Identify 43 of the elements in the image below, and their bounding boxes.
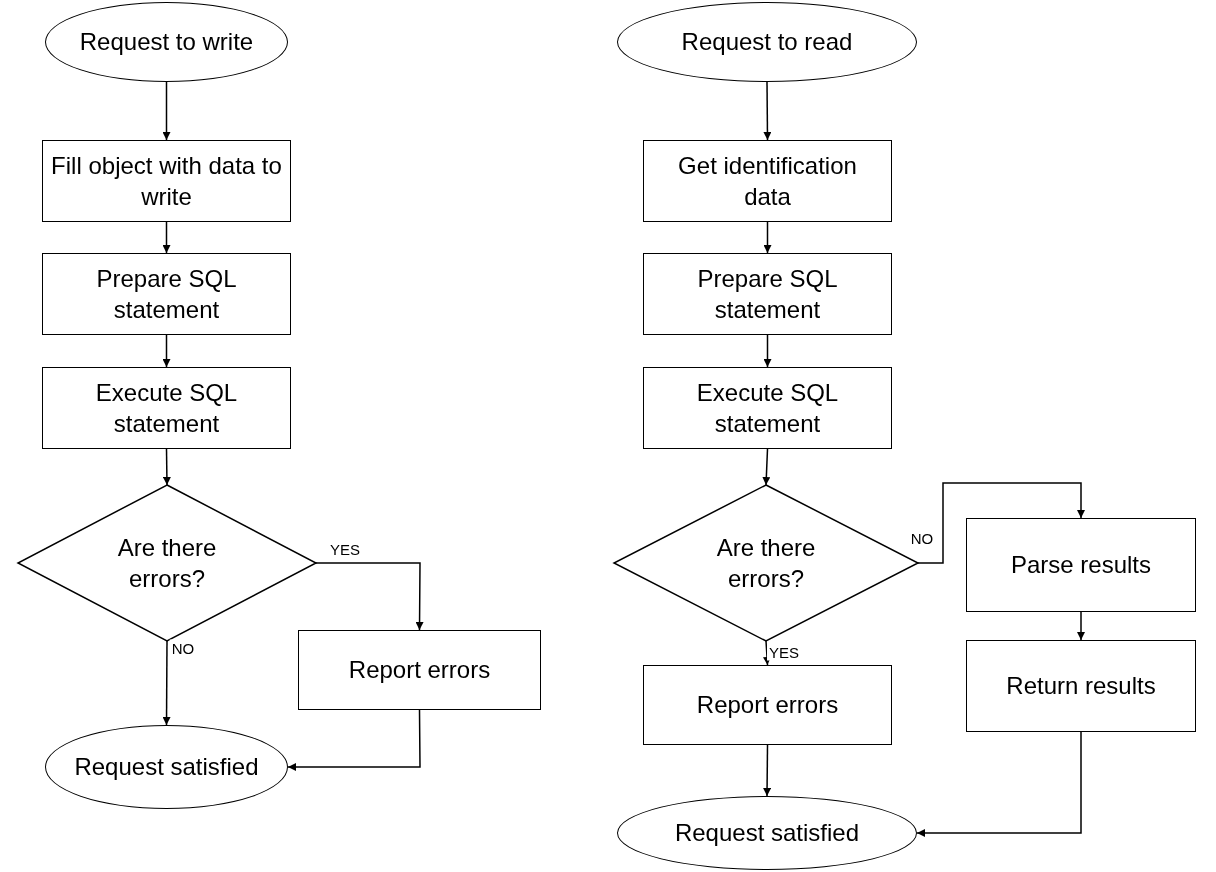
arrow: [763, 81, 772, 141]
node-label: Execute SQL statement: [94, 377, 239, 439]
process-box: [643, 253, 892, 335]
node-label: Execute SQL statement: [695, 377, 840, 439]
arrow: [162, 448, 171, 486]
node-label: Request to read: [681, 27, 853, 58]
arrow: [763, 744, 772, 797]
process-box: [643, 665, 892, 745]
process-box: [643, 140, 892, 222]
arrow: [287, 709, 421, 771]
process-box: [42, 253, 291, 335]
arrow: [162, 81, 171, 141]
arrow: [916, 731, 1082, 837]
process-box: [966, 518, 1196, 612]
process-box: [42, 367, 291, 449]
node-label: Prepare SQL statement: [95, 263, 238, 325]
process-box: [42, 140, 291, 222]
process-box: [298, 630, 541, 710]
arrow: [763, 221, 772, 254]
process-box: [643, 367, 892, 449]
node-label: Request satisfied: [674, 818, 860, 849]
node-label: Get identification data: [677, 150, 858, 212]
node-label: Return results: [1006, 671, 1156, 702]
node-label: Request satisfied: [74, 752, 259, 783]
node-label: Report errors: [696, 690, 839, 721]
arrow: [162, 221, 171, 254]
node-label: Report errors: [348, 655, 491, 686]
edge-label: YES: [767, 643, 801, 661]
decision-diamond: [18, 485, 316, 641]
node-label: Prepare SQL statement: [696, 263, 839, 325]
arrow: [1077, 611, 1085, 641]
process-box: [966, 640, 1196, 732]
node-label: Fill object with data to write: [51, 150, 282, 212]
node-label: Parse results: [1010, 550, 1152, 581]
node-label: Request to write: [79, 27, 254, 58]
arrow: [315, 562, 424, 631]
node-label: Are there errors?: [715, 532, 817, 594]
arrow: [162, 334, 171, 368]
arrow: [762, 448, 771, 486]
arrow: [162, 640, 171, 726]
arrow: [763, 334, 772, 368]
node-label: Are there errors?: [116, 532, 218, 594]
arrow: [917, 482, 1085, 564]
